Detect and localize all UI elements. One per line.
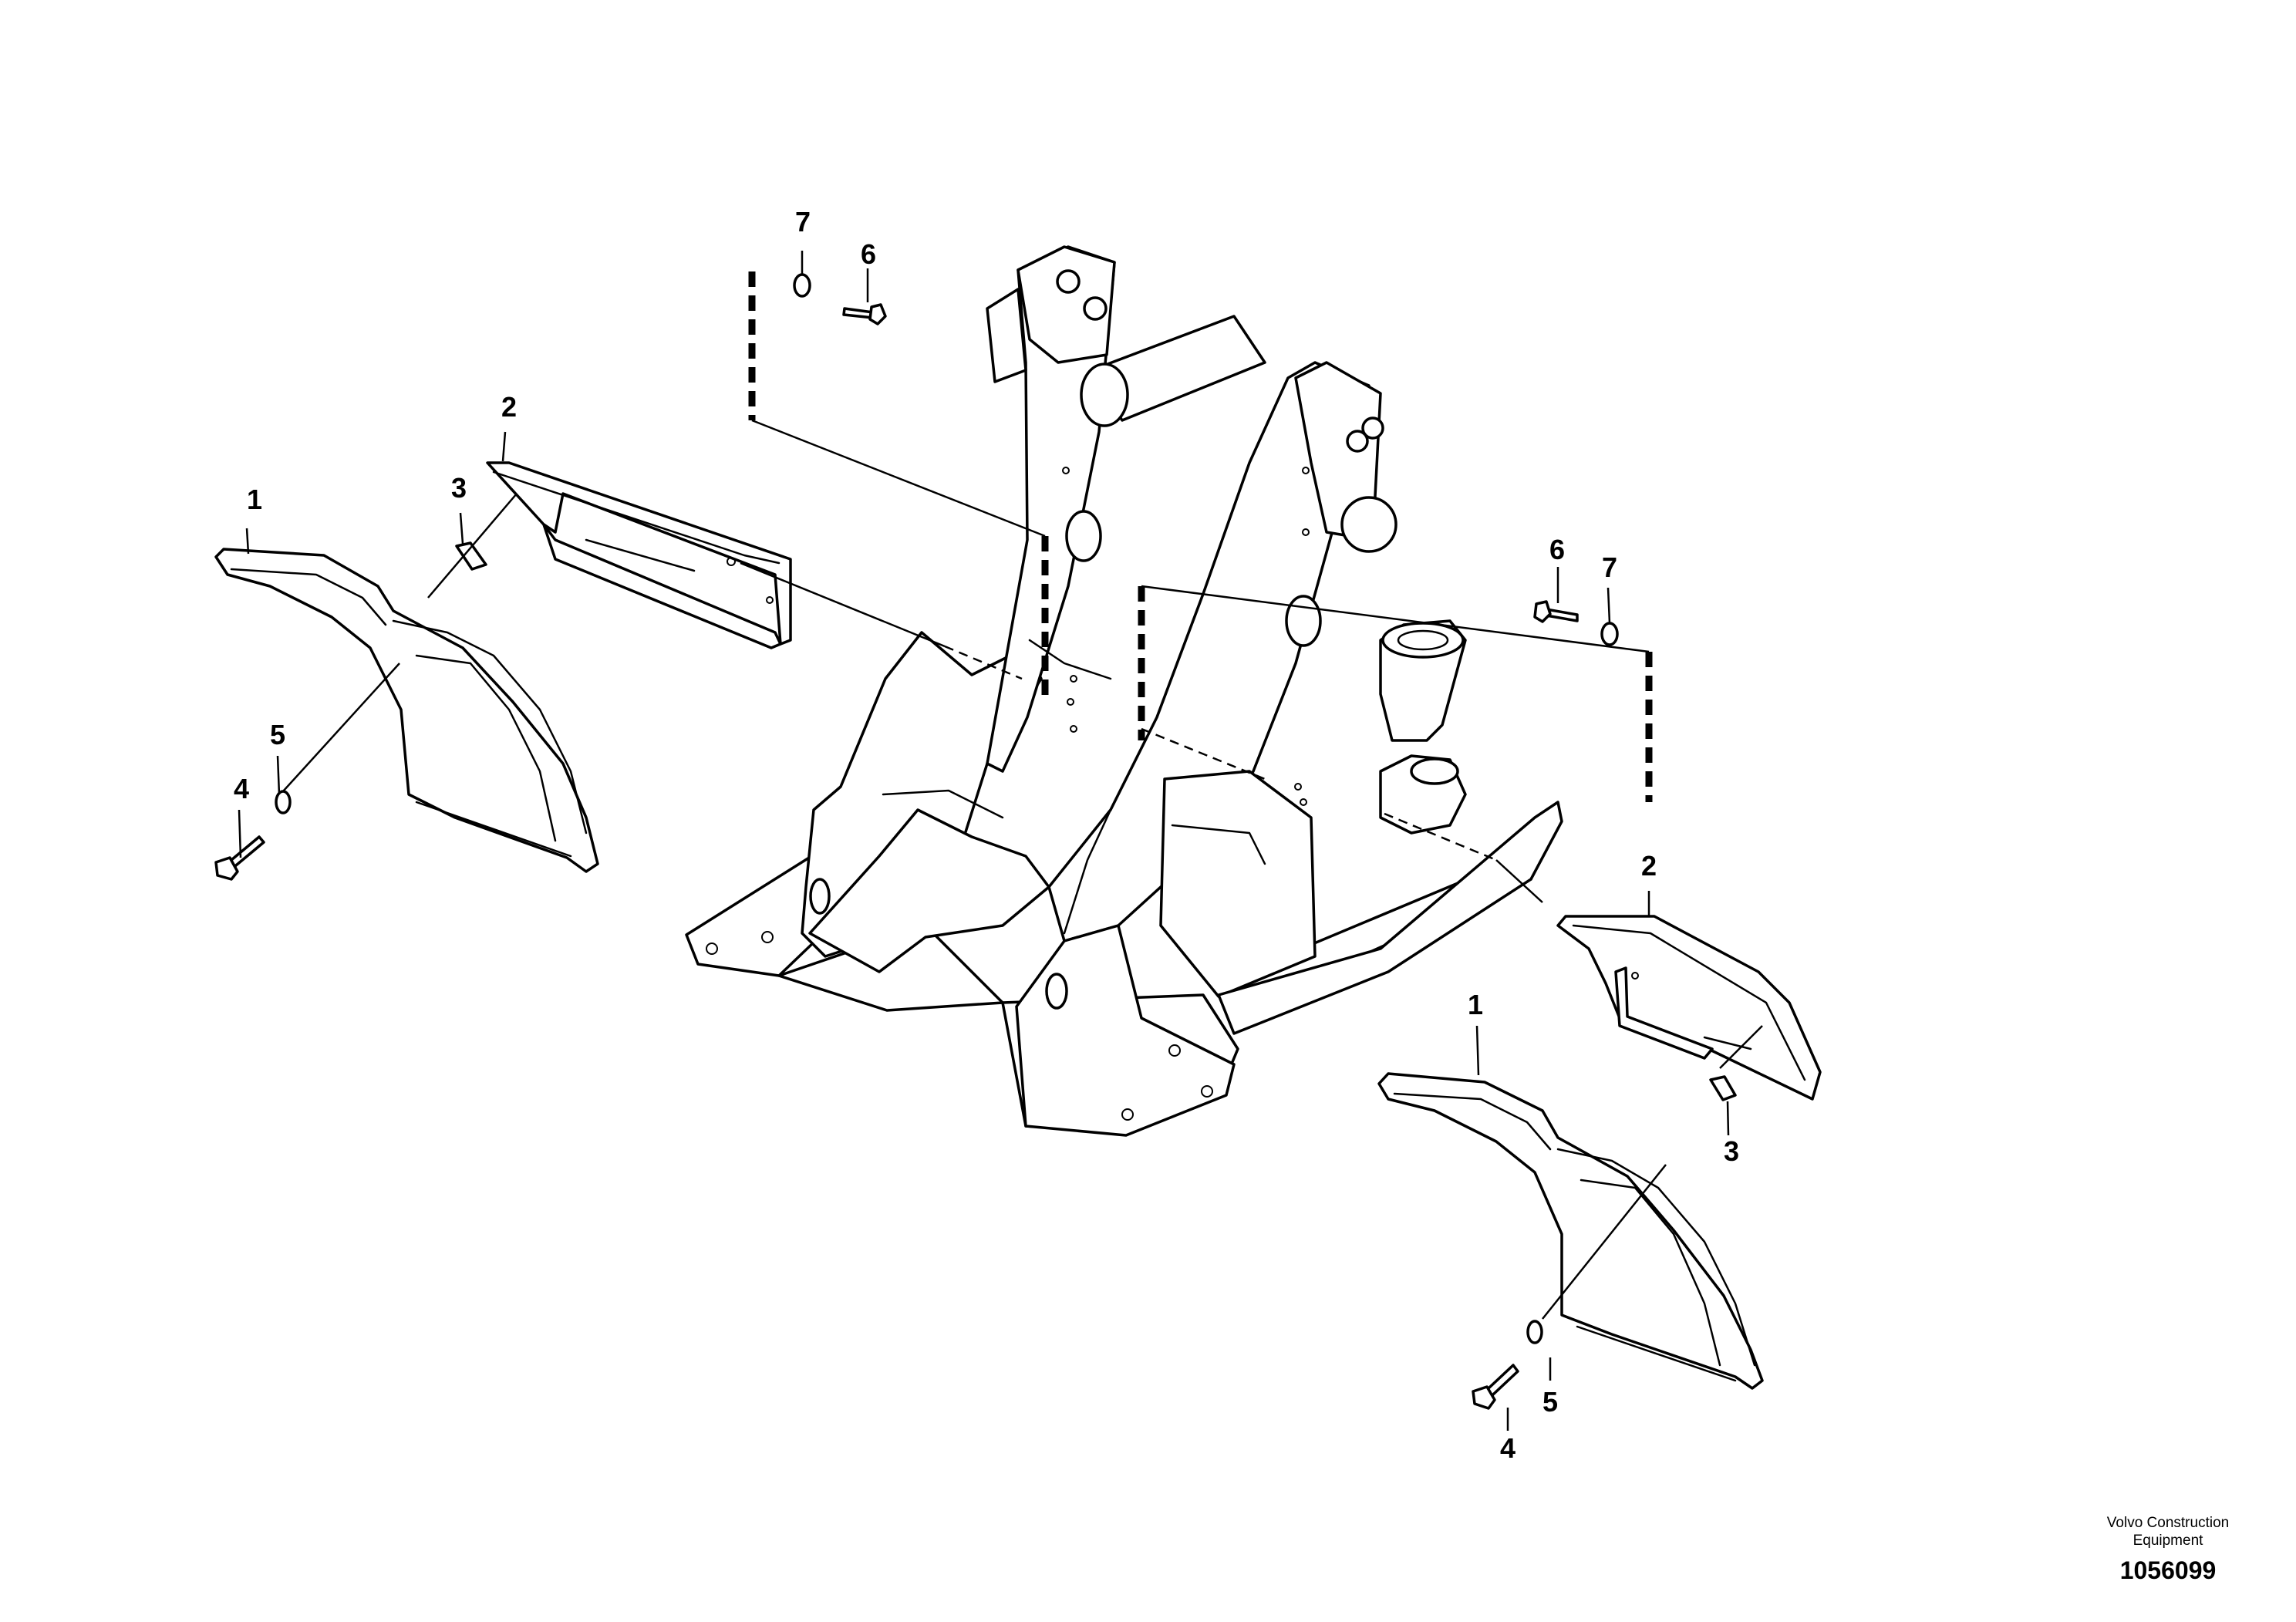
left-washer [275, 790, 292, 814]
left-frame-screw [842, 307, 875, 319]
right-washer [1526, 1320, 1543, 1344]
label-right-screw: 4 [1500, 1432, 1515, 1464]
leader-lines [238, 251, 1763, 1431]
label-left-screw: 4 [234, 773, 249, 804]
frame-hardware-callouts [748, 271, 1653, 802]
left-frame-washer [793, 273, 811, 298]
left-fender [214, 548, 599, 873]
label-left-frame-screw: 6 [861, 238, 876, 270]
right-clip-nut [1709, 1075, 1737, 1101]
label-right-bracket: 2 [1641, 850, 1657, 882]
left-clip-nut [455, 541, 487, 571]
label-left-fender: 1 [247, 484, 262, 515]
label-left-washer: 5 [270, 719, 285, 750]
label-right-washer: 5 [1542, 1386, 1558, 1418]
front-frame [685, 245, 1563, 1137]
brand-text: Volvo Construction Equipment [2106, 1515, 2230, 1549]
label-right-frame-washer: 7 [1602, 551, 1617, 583]
label-right-clip-nut: 3 [1724, 1135, 1739, 1167]
right-frame-screw [1545, 608, 1579, 622]
label-left-frame-washer: 7 [795, 206, 811, 238]
label-right-fender: 1 [1468, 989, 1483, 1020]
left-fender-assembly [214, 461, 792, 881]
label-left-bracket: 2 [501, 391, 517, 423]
right-bracket [1556, 915, 1822, 1101]
right-frame-washer [1600, 622, 1619, 646]
right-fender [1377, 1072, 1764, 1390]
label-right-frame-screw: 6 [1549, 534, 1565, 565]
left-bracket [486, 461, 792, 646]
label-left-clip-nut: 3 [451, 472, 467, 504]
right-fender-assembly [1377, 915, 1822, 1410]
document-number: 1056099 [2119, 1556, 2217, 1584]
position-labels: 1 2 3 5 4 7 6 6 7 2 1 3 5 4 [234, 206, 1739, 1464]
